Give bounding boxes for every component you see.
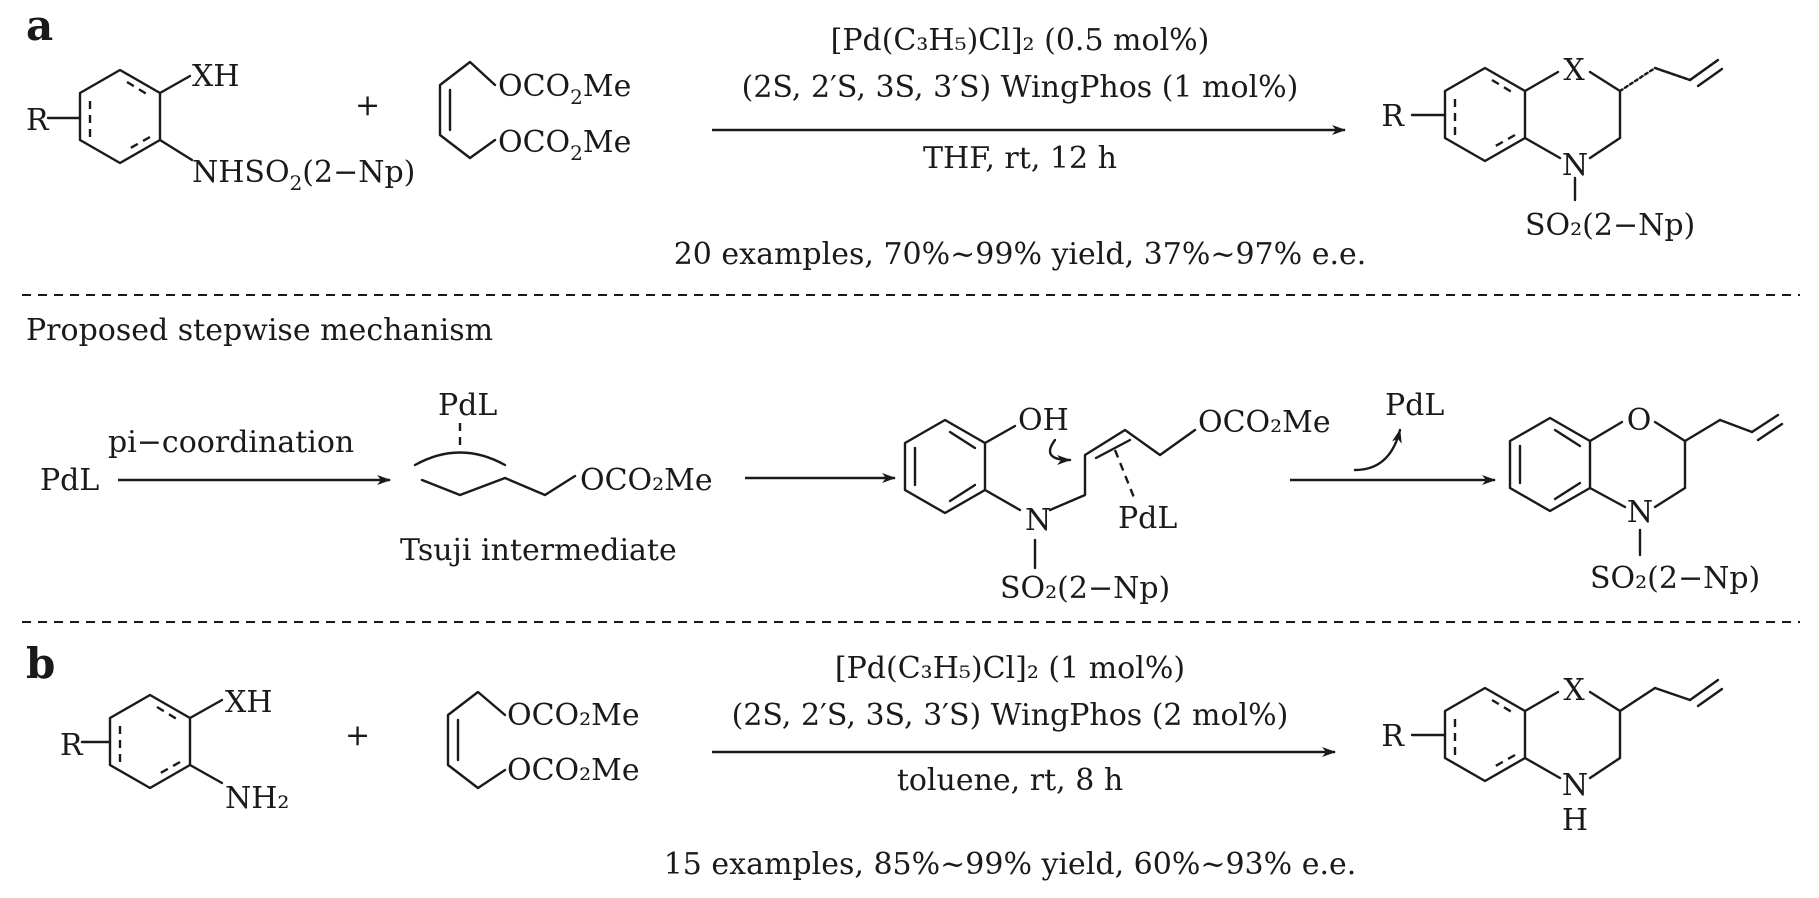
mechanism-title: Proposed stepwise mechanism (26, 313, 493, 348)
substrate-b-r: R (60, 728, 84, 763)
plus-sign-a: + (355, 88, 380, 123)
panel-a-product: X R N SO₂(2−Np) (1381, 53, 1724, 243)
product-a-r: R (1381, 99, 1405, 134)
tsuji-label: Tsuji intermediate (400, 533, 677, 568)
reagent-ester-top: OCO2Me (498, 69, 631, 109)
mech-step1-label: pi−coordination (108, 425, 354, 460)
product-b-n: N (1562, 768, 1588, 803)
substrate-b-nh2: NH₂ (225, 781, 289, 816)
int-so2np: SO₂(2−Np) (1000, 571, 1170, 606)
cond-b-line1: [Pd(C₃H₅)Cl]₂ (1 mol%) (835, 651, 1185, 686)
int-oh: OH (1018, 403, 1069, 438)
phenol-intermediate: OH OCO₂Me N PdL SO₂(2−Np) (903, 403, 1331, 606)
substrate-r: R (26, 103, 50, 138)
panel-a-label: a (26, 1, 53, 50)
substrate-b-xh: XH (225, 685, 273, 720)
reagent-ester-bottom: OCO2Me (498, 125, 631, 165)
mechanism-product: O N SO₂(2−Np) (1508, 403, 1784, 596)
int-n: N (1025, 503, 1051, 538)
product-a-n: N (1562, 148, 1588, 183)
mech-prod-n: N (1627, 495, 1653, 530)
tsuji-pdl: PdL (438, 388, 497, 423)
substrate-nhso2np: NHSO2(2−Np) (192, 155, 415, 195)
int-pdl: PdL (1118, 501, 1177, 536)
reagent-b-ester-top: OCO₂Me (507, 698, 640, 733)
mech-pdl-start: PdL (40, 463, 99, 498)
cond-b-line3: toluene, rt, 8 h (897, 763, 1123, 798)
cond-a-line1: [Pd(C₃H₅)Cl]₂ (0.5 mol%) (831, 23, 1210, 58)
panel-b-reagent: OCO₂Me OCO₂Me (446, 690, 640, 790)
panel-a-reagent: OCO2Me OCO2Me (438, 60, 631, 165)
mech-prod-so2np: SO₂(2−Np) (1590, 561, 1760, 596)
product-b-h: H (1562, 803, 1588, 838)
cond-a-line3: THF, rt, 12 h (923, 141, 1117, 176)
product-b-r: R (1381, 719, 1405, 754)
substrate-xh: XH (192, 59, 240, 94)
product-a-so2np: SO₂(2−Np) (1525, 208, 1695, 243)
mech-pdl-release: PdL (1385, 388, 1444, 423)
summary-a: 20 examples, 70%~99% yield, 37%~97% e.e. (674, 237, 1367, 272)
panel-b-product: X R N H (1381, 673, 1724, 838)
product-b-x: X (1563, 673, 1585, 708)
int-ester: OCO₂Me (1198, 405, 1331, 440)
cond-a-line2: (2S, 2′S, 3S, 3′S) WingPhos (1 mol%) (742, 70, 1299, 105)
panel-b-label: b (26, 639, 55, 688)
pdl-release-arrow (1353, 428, 1402, 472)
product-a-x: X (1563, 53, 1585, 88)
panel-a-substrate: XH R NHSO2(2−Np) (26, 59, 415, 195)
reagent-b-ester-bottom: OCO₂Me (507, 753, 640, 788)
summary-b: 15 examples, 85%~99% yield, 60%~93% e.e. (664, 847, 1357, 882)
mech-prod-o: O (1627, 403, 1652, 438)
plus-sign-b: + (345, 718, 370, 753)
panel-b-substrate: XH R NH₂ (60, 685, 289, 816)
tsuji-intermediate: PdL OCO₂Me Tsuji intermediate (400, 388, 713, 568)
tsuji-ester: OCO₂Me (580, 463, 713, 498)
cond-b-line2: (2S, 2′S, 3S, 3′S) WingPhos (2 mol%) (732, 698, 1289, 733)
